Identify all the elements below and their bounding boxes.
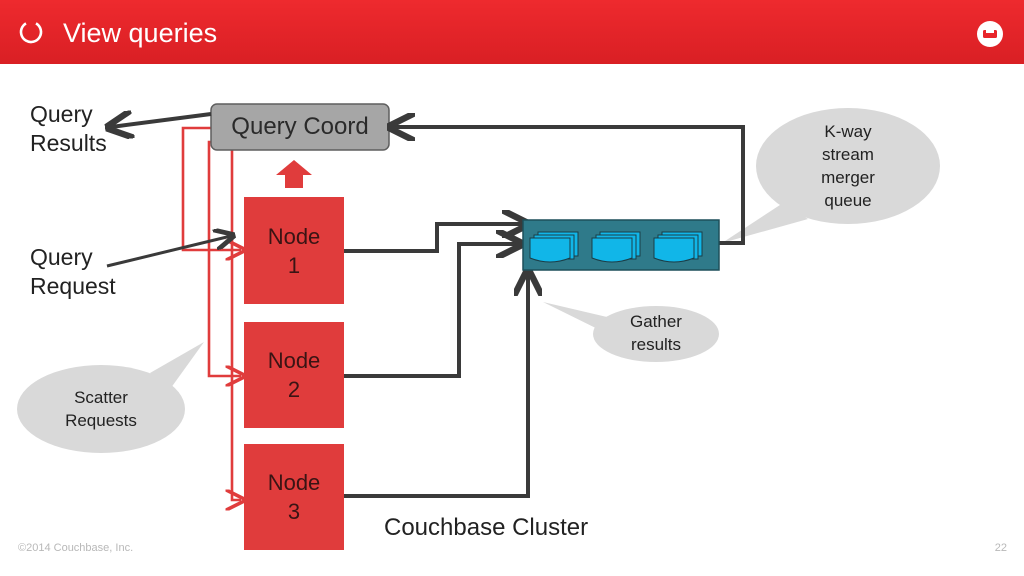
node-1-label: Node 1 [267,224,321,278]
query-request-label: Query Request [30,244,116,299]
gather-bubble [543,302,719,362]
page-number: 22 [994,542,1007,554]
queue-item [653,231,703,263]
cluster-label: Couchbase Cluster [384,514,589,541]
queue-item [591,231,641,263]
scatter-bubble-text: Scatter Requests [65,388,137,430]
merger-bubble-text: K-way stream merger queue [821,122,875,210]
scatter-request-lines [181,126,241,500]
scatter-bubble [17,342,204,453]
up-arrow-icon [276,160,312,188]
node-1-box [244,197,344,304]
node-2-box [244,322,344,428]
query-coord-label: Query Coord [231,113,369,140]
gather-bubble-text: Gather results [630,312,682,354]
query-results-label: Query Results [30,101,107,156]
node-3-label: Node 3 [267,470,321,524]
page-title: View queries [63,18,218,48]
circle-refresh-icon [19,20,43,44]
queue-items [529,231,703,263]
stream-connectors [107,114,745,498]
node-2-label: Node 2 [267,348,321,402]
node-3-box [244,444,344,550]
copyright-text: ©2014 Couchbase, Inc. [18,542,134,554]
header-bar: View queries [0,0,1024,64]
queue-item [529,231,579,263]
couchbase-logo-icon [977,21,1003,47]
